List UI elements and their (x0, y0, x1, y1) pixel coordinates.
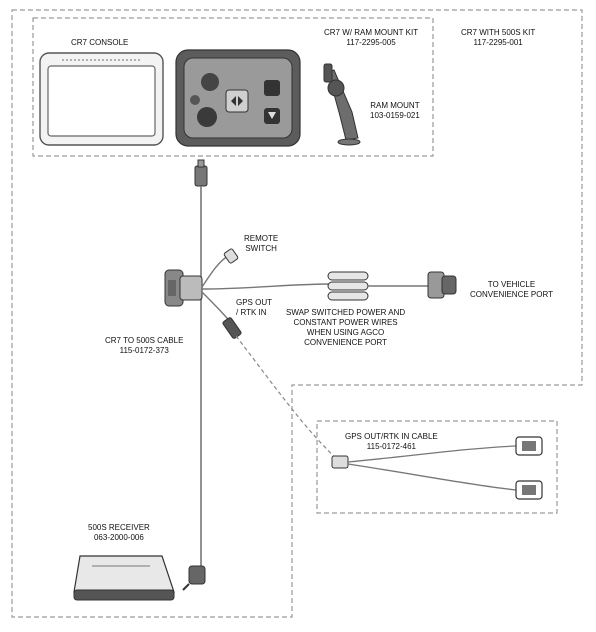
gps-out-line1: GPS OUT (236, 298, 273, 307)
swap-power-note: SWAP SWITCHED POWER AND CONSTANT POWER W… (286, 308, 405, 348)
swap-note-line3: WHEN USING AGCO (306, 328, 385, 337)
to-vehicle-label: TO VEHICLE CONVENIENCE PORT (470, 280, 553, 300)
ram-mount-part: 103-0159-021 (370, 111, 420, 120)
inline-fuse-splitters (327, 271, 369, 301)
kit-500s-title: CR7 WITH 500S KIT (461, 28, 536, 37)
gps-cable-part: 115-0172-461 (366, 442, 416, 451)
cr7-cable-title: CR7 TO 500S CABLE (105, 336, 184, 345)
ram-mount-kit-boundary (32, 17, 434, 157)
gps-dashed-link (235, 335, 341, 463)
gps-cable-connector (331, 455, 349, 469)
gps-out-label: GPS OUT / RTK IN (236, 298, 272, 318)
remote-switch-line1: REMOTE (244, 234, 279, 243)
remote-switch-cable (201, 255, 229, 288)
cr7-cable-part: 115-0172-373 (119, 346, 169, 355)
gps-cable-upper (347, 445, 517, 463)
receiver-connector (182, 565, 206, 591)
receiver-part: 063-2000-006 (93, 533, 144, 542)
remote-switch-connector (223, 248, 239, 264)
swap-note-line4: CONVENIENCE PORT (304, 338, 388, 347)
gps-cable-title: GPS OUT/RTK IN CABLE (345, 432, 438, 441)
gps-cable-boundary (316, 420, 558, 514)
receiver-label: 500S RECEIVER 063-2000-006 (88, 523, 150, 543)
swap-note-line2: CONSTANT POWER WIRES (293, 318, 398, 327)
cr7-cable-label: CR7 TO 500S CABLE 115-0172-373 (105, 336, 183, 356)
ram-mount-label: RAM MOUNT 103-0159-021 (370, 101, 420, 121)
to-vehicle-line1: TO VEHICLE (487, 280, 536, 289)
gps-cable-label: GPS OUT/RTK IN CABLE 115-0172-461 (345, 432, 438, 452)
db9-connector-upper (515, 436, 543, 456)
console-connector (194, 159, 208, 187)
swap-note-line1: SWAP SWITCHED POWER AND (286, 308, 406, 317)
ram-mount-kit-part: 117-2295-005 (346, 38, 396, 47)
ram-mount-title: RAM MOUNT (370, 101, 420, 110)
power-cable (201, 283, 331, 290)
cr7-console-back-illustration (175, 49, 301, 147)
cr7-console-label: CR7 CONSOLE (71, 38, 129, 47)
ram-mount-illustration (323, 63, 361, 146)
gps-out-connector (222, 317, 242, 339)
vehicle-port-connector (427, 271, 457, 299)
gps-cable-lower (347, 463, 517, 491)
main-hub-connector (164, 269, 203, 307)
receiver-500s-illustration (73, 555, 175, 601)
to-vehicle-line2: CONVENIENCE PORT (470, 290, 553, 299)
kit-500s-boundary (11, 9, 583, 618)
remote-switch-label: REMOTE SWITCH (244, 234, 278, 254)
cr7-console-illustration (39, 52, 164, 146)
kit-500s-label: CR7 WITH 500S KIT 117-2295-001 (461, 28, 535, 48)
receiver-title: 500S RECEIVER (88, 523, 150, 532)
kit-500s-part: 117-2295-001 (473, 38, 523, 47)
remote-switch-line2: SWITCH (245, 244, 277, 253)
gps-out-line2: / RTK IN (236, 308, 267, 317)
ram-mount-kit-label: CR7 W/ RAM MOUNT KIT 117-2295-005 (324, 28, 418, 48)
db9-connector-lower (515, 480, 543, 500)
ram-mount-kit-title: CR7 W/ RAM MOUNT KIT (324, 28, 419, 37)
